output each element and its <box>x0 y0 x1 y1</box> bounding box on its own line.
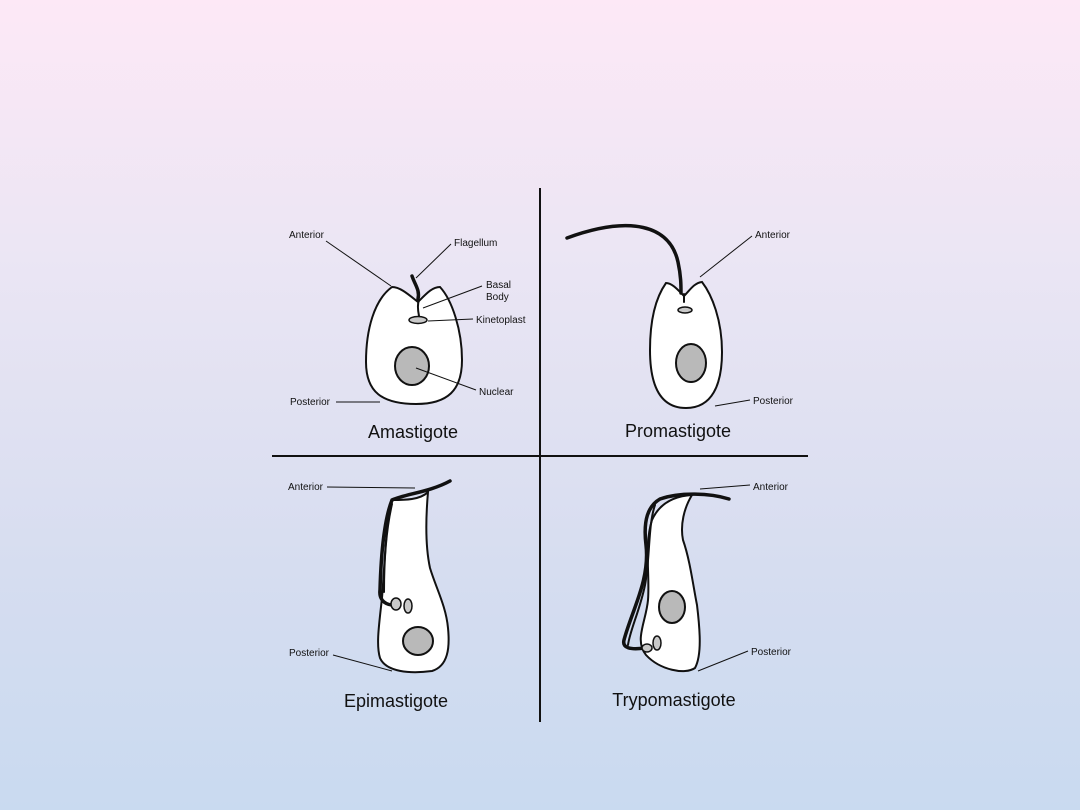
epimastigote-label-posterior: Posterior <box>289 648 330 659</box>
trypomastigote-label-posterior: Posterior <box>751 647 792 658</box>
promastigote-anterior-leader <box>699 235 753 278</box>
amastigote-flagellum-leader <box>415 243 452 279</box>
amastigote-label-posterior: Posterior <box>290 397 331 408</box>
amastigote-basal-body <box>416 299 420 317</box>
trypomastigote-flagellum <box>621 492 731 651</box>
trypomastigote-anterior-leader <box>699 484 751 490</box>
amastigote-title: Amastigote <box>368 422 458 442</box>
amastigote-nucleus <box>394 346 430 386</box>
promastigote-title: Promastigote <box>625 421 731 441</box>
epimastigote-undulating-membrane <box>383 503 393 593</box>
amastigote-label-body: Body <box>486 292 509 303</box>
amastigote-label-kinetoplast: Kinetoplast <box>476 315 526 326</box>
trypomastigote-title: Trypomastigote <box>612 690 735 710</box>
amastigote-nuclear-leader <box>415 367 477 391</box>
amastigote-anterior-leader <box>325 240 392 287</box>
trypomastigote-posterior-leader <box>697 650 749 672</box>
amastigote-label-nuclear: Nuclear <box>479 387 514 398</box>
promastigote-posterior-leader <box>714 399 751 407</box>
promastigote-kinetoplast <box>677 306 693 314</box>
amastigote-panel: Anterior Flagellum Basal Body Kinetoplas… <box>289 230 526 442</box>
promastigote-flagellum <box>565 224 683 295</box>
amastigote-cell-body <box>364 285 464 406</box>
trypomastigote-kinetoplast <box>652 635 662 651</box>
amastigote-label-anterior: Anterior <box>289 230 325 241</box>
amastigote-kinetoplast <box>408 315 428 325</box>
trypomastigote-panel: Anterior Posterior Trypomastigote <box>612 482 791 710</box>
epimastigote-label-anterior: Anterior <box>288 482 324 493</box>
trypomastigote-undulating-membrane <box>627 504 656 646</box>
promastigote-label-posterior: Posterior <box>753 396 794 407</box>
trypomastigote-nucleus <box>658 590 686 624</box>
epimastigote-anterior-leader <box>326 486 416 489</box>
epimastigote-nucleus <box>402 626 434 656</box>
epimastigote-posterior-leader <box>332 654 393 672</box>
promastigote-panel: Anterior Posterior Promastigote <box>565 224 794 441</box>
amastigote-basal-leader <box>422 285 483 309</box>
amastigote-kinetoplast-leader <box>427 318 474 322</box>
trypomastigote-basal-body <box>641 643 653 653</box>
epimastigote-title: Epimastigote <box>344 691 448 711</box>
epimastigote-basal-body <box>390 597 402 611</box>
amastigote-label-basal: Basal <box>486 280 511 291</box>
epimastigote-kinetoplast <box>403 598 413 614</box>
amastigote-label-flagellum: Flagellum <box>454 238 497 249</box>
promastigote-label-anterior: Anterior <box>755 230 791 241</box>
amastigote-flagellum <box>410 274 421 301</box>
epimastigote-flagellum <box>378 479 452 607</box>
promastigote-nucleus <box>675 343 707 383</box>
epimastigote-panel: Anterior Posterior Epimastigote <box>288 479 452 711</box>
trypomastigote-label-anterior: Anterior <box>753 482 789 493</box>
